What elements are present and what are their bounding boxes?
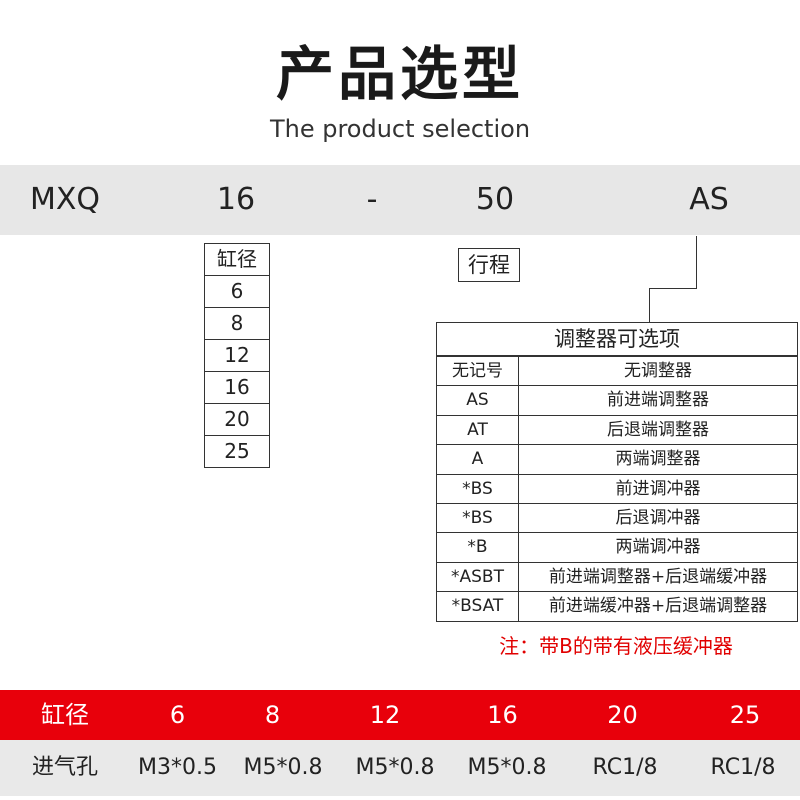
bore-option: 8 [205, 307, 269, 339]
table-row: 无记号 无调整器 [437, 356, 797, 386]
adjuster-description: 无调整器 [624, 361, 692, 381]
bore-size-cell: 12 [369, 701, 401, 729]
adjuster-code: *BSAT [437, 592, 519, 621]
adjuster-code: AS [437, 386, 519, 415]
bore-option: 20 [205, 403, 269, 435]
adjuster-description: 前进端调整器+后退端缓冲器 [548, 566, 768, 587]
model-series: MXQ [29, 182, 101, 217]
page-title: 产品选型 [275, 40, 524, 108]
port-size-cell: M5*0.8 [243, 755, 323, 780]
port-size-cell: RC1/8 [592, 755, 658, 780]
adjuster-description: 前进端缓冲器+后退端调整器 [548, 596, 768, 617]
model-code-bar: MXQ 16 - 50 AS [0, 165, 800, 235]
adjuster-options-table: 调整器可选项 无记号 无调整器 AS 前进端调整器 AT 后退端调整器 A 两端… [436, 322, 798, 622]
adjuster-code: A [437, 445, 519, 474]
table-row: *BS 前进调冲器 [437, 473, 797, 503]
table-row: *BS 后退调冲器 [437, 502, 797, 533]
bore-size-header-row: 缸径 6 8 12 16 20 25 [0, 690, 800, 740]
connector-line-vertical-bottom [649, 288, 650, 322]
adjuster-code: *BS [437, 474, 519, 503]
adjuster-table-title: 调整器可选项 [437, 323, 797, 356]
bore-size-cell: 6 [169, 701, 186, 729]
port-size-row: 进气孔 M3*0.5 M5*0.8 M5*0.8 M5*0.8 RC1/8 RC… [0, 740, 800, 796]
hydraulic-note: 注：带B的带有液压缓冲器 [499, 634, 733, 658]
connector-line-horizontal [649, 288, 697, 289]
table-row: *BSAT 前进端缓冲器+后退端调整器 [437, 591, 797, 621]
bore-option: 6 [205, 275, 269, 307]
bore-row-label: 缸径 [41, 701, 89, 729]
adjuster-description: 前进调冲器 [615, 478, 701, 499]
table-row: AT 后退端调整器 [437, 414, 797, 445]
adjuster-description: 前进端调整器 [607, 390, 709, 411]
page-subtitle: The product selection [269, 115, 531, 143]
port-size-cell: M5*0.8 [467, 755, 547, 780]
model-adjuster: AS [689, 182, 729, 217]
model-separator: - [366, 182, 378, 217]
adjuster-description: 后退端调整器 [607, 419, 709, 440]
model-stroke: 50 [475, 182, 515, 217]
bore-option: 16 [205, 371, 269, 403]
adjuster-description: 两端调冲器 [615, 537, 701, 558]
table-row: AS 前进端调整器 [437, 385, 797, 415]
adjuster-code: *ASBT [437, 562, 519, 592]
stroke-label: 行程 [458, 248, 520, 282]
table-row: *B 两端调冲器 [437, 532, 797, 562]
adjuster-description: 两端调整器 [615, 449, 701, 470]
connector-line-vertical-top [696, 236, 697, 288]
model-bore: 16 [216, 182, 256, 217]
port-size-cell: M5*0.8 [355, 755, 435, 780]
bore-size-cell: 16 [487, 701, 518, 729]
adjuster-code: 无记号 [437, 357, 519, 386]
bore-options-list: 缸径 6 8 12 16 20 25 [204, 243, 270, 468]
adjuster-code: AT [437, 415, 519, 445]
bore-option: 25 [205, 435, 269, 467]
bore-option: 12 [205, 339, 269, 371]
adjuster-code: *BS [437, 503, 519, 533]
bore-size-cell: 25 [729, 701, 761, 729]
port-size-cell: M3*0.5 [138, 755, 217, 780]
bore-options-label: 缸径 [217, 247, 257, 271]
bore-size-cell: 8 [264, 701, 281, 729]
adjuster-code: *B [437, 533, 519, 562]
adjuster-description: 后退调冲器 [615, 507, 701, 528]
port-size-cell: RC1/8 [710, 755, 776, 780]
port-row-label: 进气孔 [31, 755, 98, 780]
table-row: *ASBT 前进端调整器+后退端缓冲器 [437, 561, 797, 592]
bore-size-cell: 20 [607, 701, 638, 729]
table-row: A 两端调整器 [437, 444, 797, 474]
